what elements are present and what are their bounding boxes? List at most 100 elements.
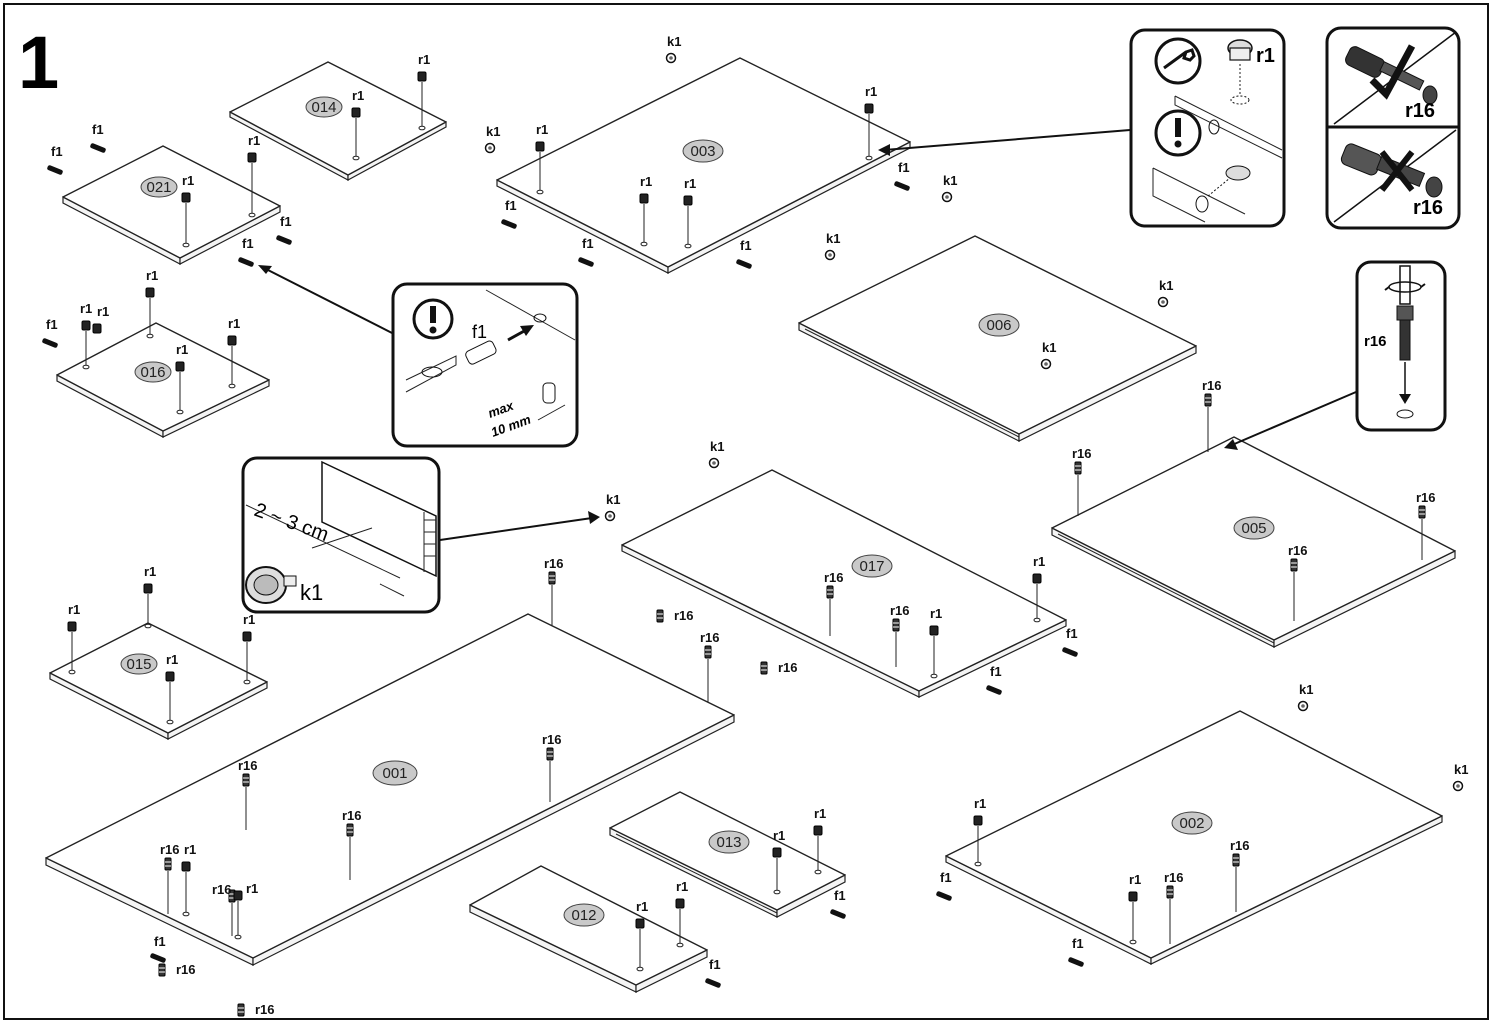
panel-id-label: 017 [859, 558, 884, 575]
panel-id-label: 013 [716, 834, 741, 851]
hardware-cam: r1 [181, 842, 196, 917]
hardware-label: r1 [246, 881, 258, 896]
hardware-label: f1 [1072, 936, 1084, 951]
hardware-cam: r1 [351, 88, 364, 161]
hardware-label: r16 [544, 556, 564, 571]
hardware-cam: r1 [175, 342, 188, 415]
hardware-label: f1 [505, 198, 517, 213]
bolt-screw-callout: r16 [1355, 260, 1447, 432]
hardware-label: k1 [1042, 340, 1056, 355]
hardware-label: r1 [1129, 872, 1141, 887]
hardware-label: f1 [92, 122, 104, 137]
hardware-label: f1 [582, 236, 594, 251]
panel-id-label: 012 [571, 907, 596, 924]
hardware-cam: r1 [973, 796, 986, 867]
cam-callout-label: r1 [1256, 45, 1275, 67]
panel-016: 016 [56, 322, 270, 438]
panel-id-label: 021 [146, 179, 171, 196]
hardware-bolt: r16 [238, 758, 258, 830]
step-number: 1 [18, 21, 59, 104]
hardware-label: r1 [930, 606, 942, 621]
hardware-label: r16 [890, 603, 910, 618]
hardware-cam: r1 [929, 606, 942, 679]
hardware-bolt: r16 [1416, 490, 1436, 560]
panel-id-label: 014 [311, 99, 336, 116]
hardware-label: r1 [352, 88, 364, 103]
hardware-label: r1 [536, 122, 548, 137]
panel-id-label: 002 [1179, 815, 1204, 832]
hardware-label: r1 [676, 879, 688, 894]
hardware-cam: r1 [145, 268, 158, 339]
hardware-cam: r1 [683, 176, 696, 249]
screwdriver-icon [1399, 265, 1411, 305]
hardware-label: r1 [166, 652, 178, 667]
panel-015: 015 [49, 622, 268, 740]
hardware-dowel: f1 [936, 870, 952, 901]
hardware-bolt: r16 [890, 603, 910, 667]
hardware-label: k1 [486, 124, 500, 139]
hardware-dowel: f1 [501, 198, 517, 229]
hardware-cap: k1 [484, 124, 500, 154]
cap-callout-label: k1 [300, 580, 323, 605]
hardware-label: r16 [1288, 543, 1308, 558]
hardware-cam: r1 [772, 828, 785, 895]
hardware-cam: r1 [535, 122, 548, 195]
hardware-bolt: r16 [1164, 870, 1184, 944]
hardware-label: r16 [342, 808, 362, 823]
hardware-label: r1 [640, 174, 652, 189]
hardware-label: k1 [1159, 278, 1173, 293]
hardware-dowel: f1 [705, 957, 721, 988]
hardware-cap: k1 [941, 173, 957, 203]
hardware-label: r1 [248, 133, 260, 148]
hardware-label: r1 [243, 612, 255, 627]
hardware-label: r1 [80, 301, 92, 316]
hardware-label: r1 [144, 564, 156, 579]
hardware-dowel: f1 [150, 934, 166, 963]
hardware-label: r1 [182, 173, 194, 188]
hardware-label: f1 [834, 888, 846, 903]
hardware-label: r16 [1202, 378, 1222, 393]
hardware-dowel: f1 [47, 144, 63, 175]
hardware-bolt: r16 [656, 608, 694, 623]
hardware-bolt: r16 [342, 808, 362, 880]
sheet-frame [3, 3, 1489, 1020]
hardware-label: r1 [865, 84, 877, 99]
panels: 014 021 016 015 [45, 57, 1456, 993]
hardware-cam: r1 [635, 899, 648, 972]
hardware-cam: r1 [1032, 554, 1045, 623]
hardware-cam: r1 [675, 879, 688, 948]
hardware-label: f1 [154, 934, 166, 949]
hardware-label: r16 [542, 732, 562, 747]
bolt-incorrect-icon [1340, 143, 1443, 198]
cap-callout: 2 ~ 3 cm k1 [241, 456, 441, 614]
hardware-label: k1 [1299, 682, 1313, 697]
hardware-bolt: r16 [824, 570, 844, 636]
hardware-dowel: f1 [1062, 626, 1078, 657]
hardware-dowel: f1 [830, 888, 846, 919]
hardware-bolt: r16 [237, 1002, 275, 1017]
hardware-label: r1 [1033, 554, 1045, 569]
hardware-label: r16 [160, 842, 180, 857]
hardware-label: k1 [710, 439, 724, 454]
hardware-label: r1 [684, 176, 696, 191]
panel-id-label: 001 [382, 765, 407, 782]
panel-id-label: 016 [140, 364, 165, 381]
hardware-label: r16 [212, 882, 232, 897]
hardware-bolt: r16 [1072, 446, 1092, 516]
hardware-cam: r1 [1128, 872, 1141, 945]
hardware-dowel: f1 [276, 214, 292, 245]
hardware-cam: r1 [67, 602, 80, 675]
hardware-label: r1 [418, 52, 430, 67]
hardware-label: f1 [46, 317, 58, 332]
hardware-dowel: f1 [736, 238, 752, 269]
hardware-cap: k1 [708, 439, 724, 469]
hardware-dowel: f1 [238, 236, 254, 267]
hardware-cap: k1 [1040, 340, 1056, 370]
hardware-label: r16 [674, 608, 694, 623]
hardware-label: r16 [778, 660, 798, 675]
hardware-label: f1 [740, 238, 752, 253]
dowel-icon [465, 340, 497, 365]
hardware-dowel: f1 [1068, 936, 1084, 967]
hardware-cap: k1 [1297, 682, 1313, 712]
hardware-cam: r1 [92, 304, 109, 334]
